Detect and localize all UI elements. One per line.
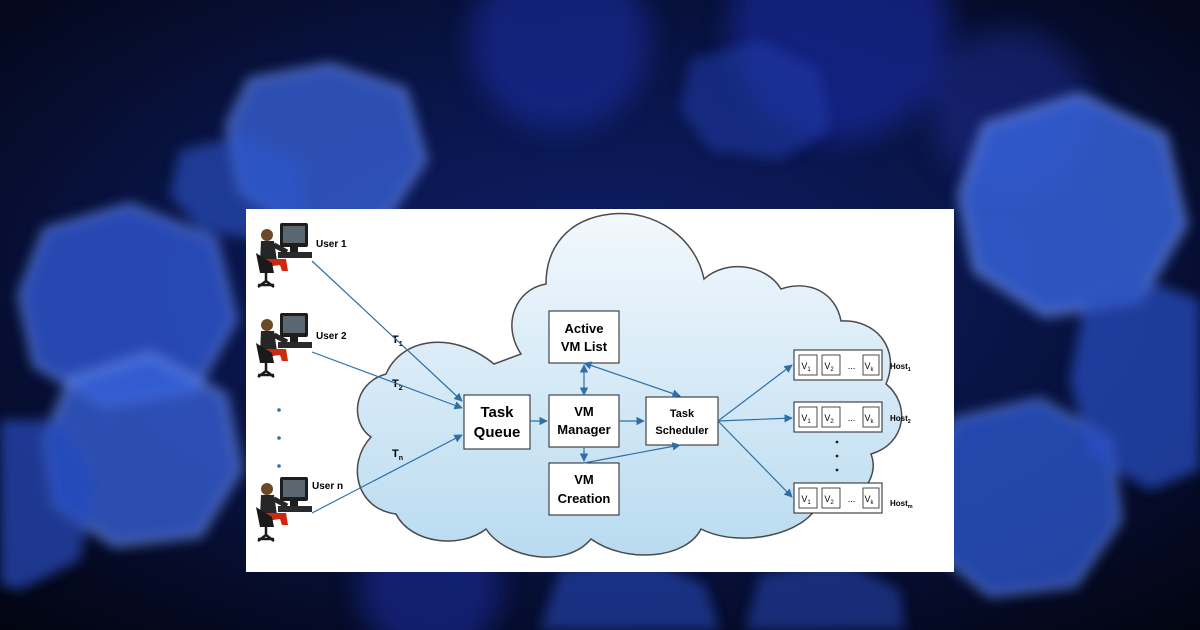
vm-slot: [862, 354, 880, 376]
svg-text:Task: Task: [670, 408, 695, 420]
vm-slot-label: Vk: [864, 413, 874, 425]
host-2-label: Host2: [890, 414, 911, 425]
host-1-label: Host1: [890, 362, 911, 373]
svg-text:VM List: VM List: [561, 339, 608, 354]
arrow-usern-queue: [311, 434, 463, 514]
vm-slot-label: V1: [801, 494, 811, 506]
vm-slot: [821, 354, 841, 376]
arrow-scheduler-host1: [717, 364, 793, 422]
host-1-row: V1 V2... Vk Host1: [793, 349, 911, 381]
diagram-panel: User 1 User 2 User n T1 T2 Tn Task Queue…: [246, 209, 954, 572]
vm-slot-label: Vk: [864, 361, 874, 373]
svg-text:Manager: Manager: [557, 422, 610, 437]
host-3-row: V1 V2... Vk Hostm: [793, 482, 913, 514]
vm-slot-label: V2: [824, 413, 834, 425]
vm-slot-label: ...: [848, 361, 856, 371]
user-2-icon: [256, 313, 312, 377]
svg-text:Creation: Creation: [558, 491, 611, 506]
svg-text:Scheduler: Scheduler: [655, 425, 709, 437]
user-1-icon: [256, 223, 312, 287]
vm-slot: [821, 406, 841, 428]
vm-slot-label: V1: [801, 413, 811, 425]
vm-creation-box: VM Creation: [548, 462, 620, 516]
user-n-label: User n: [312, 481, 343, 492]
task-queue-box: Task Queue: [463, 394, 531, 450]
arrow-user1-queue: [311, 260, 463, 402]
active-vm-list-box: Active VM List: [548, 310, 620, 364]
svg-text:Active: Active: [564, 321, 603, 336]
vm-slot: [798, 487, 818, 509]
host-3-label: Hostm: [890, 499, 913, 510]
task-2-label: T2: [392, 378, 403, 392]
host-2-row: V1 V2... Vk Host2: [793, 401, 911, 433]
arrow-scheduler-hostm: [717, 420, 793, 498]
cloud-architecture-diagram: User 1 User 2 User n T1 T2 Tn Task Queue…: [246, 212, 913, 558]
user-2-label: User 2: [316, 331, 347, 342]
vm-slot: [798, 354, 818, 376]
user-n-icon: [256, 477, 312, 541]
vm-slot-label: V2: [824, 361, 834, 373]
svg-text:VM: VM: [574, 404, 594, 419]
svg-text:VM: VM: [574, 472, 594, 487]
vm-slot: [798, 406, 818, 428]
vm-slot: [862, 406, 880, 428]
vm-slot-label: V1: [801, 361, 811, 373]
arrow-activelist-scheduler: [583, 361, 681, 398]
ellipsis-dots: [277, 408, 281, 468]
user-1-label: User 1: [316, 239, 347, 250]
arrow-scheduler-host2: [717, 414, 793, 423]
vm-slot-label: ...: [848, 494, 856, 504]
arrow-user2-queue: [311, 351, 463, 410]
vm-manager-box: VM Manager: [548, 394, 620, 448]
vm-slot-label: ...: [848, 413, 856, 423]
vm-slot-label: V2: [824, 494, 834, 506]
task-n-label: Tn: [392, 448, 403, 462]
vm-slot: [821, 487, 841, 509]
vm-slot: [862, 487, 880, 509]
svg-text:Task: Task: [480, 404, 514, 421]
svg-text:Queue: Queue: [474, 424, 521, 441]
task-scheduler-box: Task Scheduler: [645, 396, 719, 446]
host-ellipsis-dots: [835, 440, 839, 472]
arrow-creation-scheduler: [583, 442, 681, 464]
vm-slot-label: Vk: [864, 494, 874, 506]
